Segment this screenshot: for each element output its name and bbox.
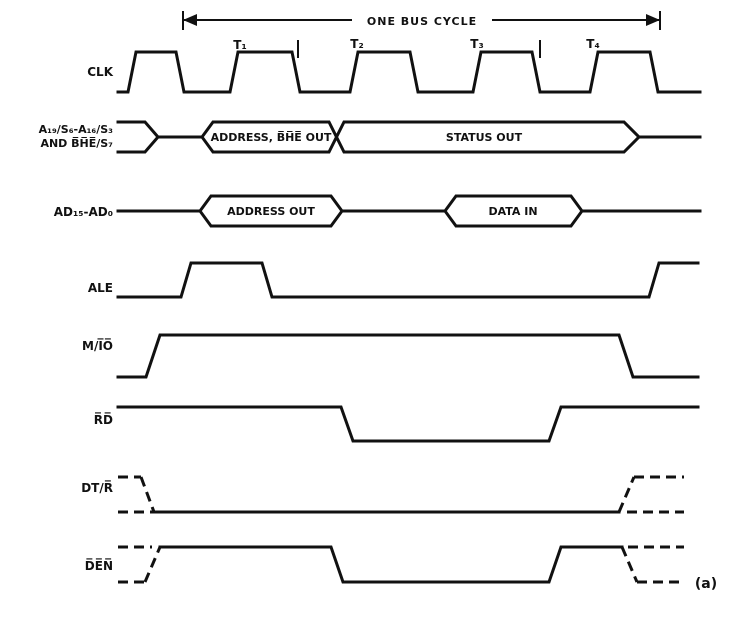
mio-waveform xyxy=(116,333,700,379)
left-arrowhead-icon xyxy=(183,14,197,26)
bus-cycle-header: ONE BUS CYCLE T₁ T₂ T₃ T₄ xyxy=(182,11,661,58)
den-waveform xyxy=(158,545,624,584)
clk-label: CLK xyxy=(87,65,113,79)
addr-status-label-line2: AND B̅H̅E̅/S₇ xyxy=(40,137,113,150)
clk-waveform xyxy=(116,50,702,94)
addr-status-label-line1: A₁₉/S₆-A₁₆/S₃ xyxy=(39,123,114,136)
data-in-value: DATA IN xyxy=(488,205,537,218)
figure-caption: (a) xyxy=(695,576,717,592)
right-arrowhead-icon xyxy=(646,14,660,26)
ad-bus-label: AD₁₅-AD₀ xyxy=(54,205,113,219)
t3-label: T₃ xyxy=(470,37,483,51)
den-row: D̅E̅N̅ xyxy=(85,545,684,584)
den-dashed-segments xyxy=(118,545,684,584)
clk-row: CLK xyxy=(87,50,702,94)
rd-row: R̅D̅ xyxy=(94,405,700,443)
rd-waveform xyxy=(116,405,700,443)
cycle-label: ONE BUS CYCLE xyxy=(367,15,477,28)
ale-row: ALE xyxy=(88,261,700,299)
mio-label: M/I̅O̅ xyxy=(82,339,113,353)
t4-label: T₄ xyxy=(586,37,599,51)
dtr-row: DT/R̅ xyxy=(81,475,684,514)
den-label: D̅E̅N̅ xyxy=(85,559,113,573)
status-out-value: STATUS OUT xyxy=(446,131,523,144)
address-out-value: ADDRESS OUT xyxy=(227,205,315,218)
ad-bus-row: AD₁₅-AD₀ ADDRESS OUT DATA IN xyxy=(54,194,702,228)
t1-label: T₁ xyxy=(233,38,246,52)
addr-status-row: A₁₉/S₆-A₁₆/S₃ AND B̅H̅E̅/S₇ ADDRESS, B̅H… xyxy=(39,120,702,154)
address-bhe-out-value: ADDRESS, B̅H̅E̅ OUT xyxy=(211,131,332,144)
ale-label: ALE xyxy=(88,281,113,295)
ale-waveform xyxy=(116,261,700,299)
mio-row: M/I̅O̅ xyxy=(82,333,700,379)
dtr-label: DT/R̅ xyxy=(81,481,113,495)
t2-label: T₂ xyxy=(350,37,363,51)
dtr-dashed-segments xyxy=(118,475,684,514)
rd-label: R̅D̅ xyxy=(94,413,113,427)
addr-status-waveform xyxy=(116,120,702,154)
ad-bus-waveform xyxy=(116,194,702,228)
